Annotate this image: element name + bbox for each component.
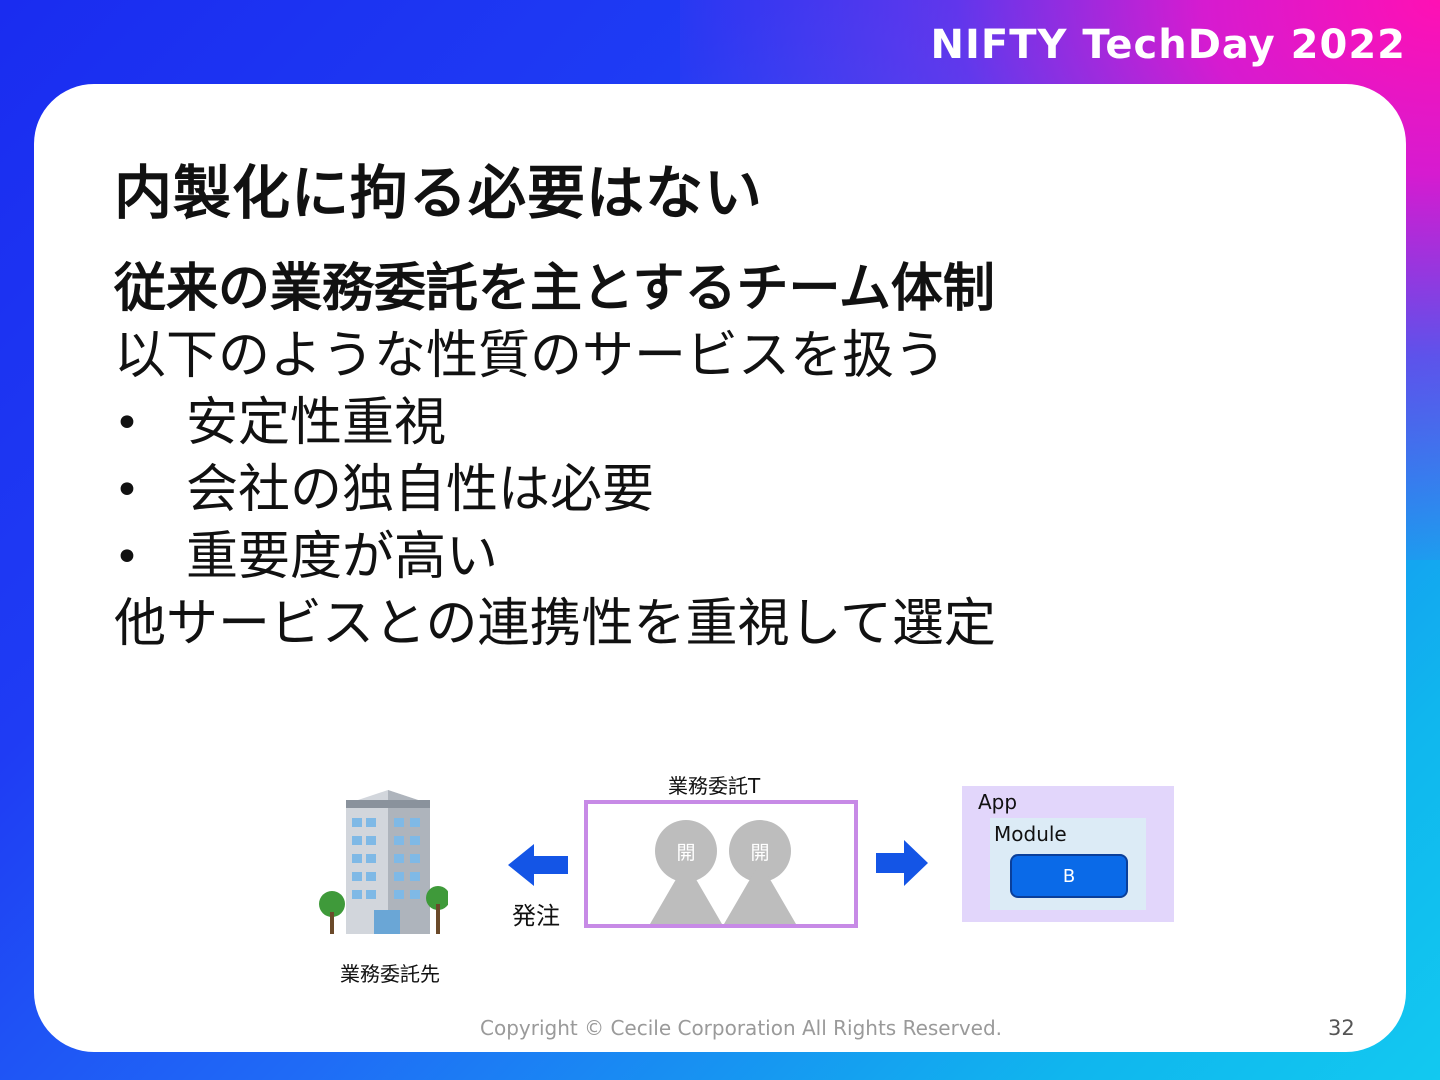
app-label: App — [978, 790, 1018, 814]
arrow-left-icon — [508, 844, 568, 886]
order-label: 発注 — [512, 902, 560, 930]
developer-body — [724, 862, 796, 924]
subheading: 従来の業務委託を主とするチーム体制 — [114, 259, 995, 319]
slide-card: 内製化に拘る必要はない 従来の業務委託を主とするチーム体制 以下のような性質のサ… — [34, 84, 1406, 1052]
developer-icon: 開 — [655, 820, 717, 882]
copyright-footer: Copyright © Cecile Corporation All Right… — [480, 1016, 1003, 1040]
bullet-text: 会社の独自性は必要 — [186, 460, 655, 520]
module-label: Module — [994, 822, 1067, 846]
bullet-text: 安定性重視 — [186, 393, 447, 453]
slide-title: 内製化に拘る必要はない — [114, 159, 764, 227]
team-box: 開 開 — [584, 800, 858, 928]
bullet-item: • 会社の独自性は必要 — [114, 457, 996, 524]
office-building-icon — [319, 790, 448, 934]
event-logo: NIFTY TechDay 2022 — [930, 22, 1406, 68]
bullet-dot: • — [114, 398, 140, 449]
developer-body — [650, 862, 722, 924]
arrow-right-icon — [876, 840, 928, 886]
page-number: 32 — [1328, 1016, 1355, 1040]
team-label: 業務委託T — [668, 774, 761, 798]
module-box: Module B — [990, 818, 1146, 910]
developer-icon: 開 — [729, 820, 791, 882]
bullet-item: • 重要度が高い — [114, 524, 996, 591]
lead-text: 以下のような性質のサービスを扱う — [114, 326, 947, 386]
bullet-text: 重要度が高い — [186, 527, 499, 587]
closing-text: 他サービスとの連携性を重視して選定 — [114, 594, 996, 654]
bullet-dot: • — [114, 465, 140, 516]
app-box: App Module B — [962, 786, 1174, 922]
bullet-dot: • — [114, 532, 140, 583]
component-box: B — [1010, 854, 1128, 898]
bullet-item: • 安定性重視 — [114, 390, 996, 457]
vendor-label: 業務委託先 — [340, 962, 440, 986]
slide-body: 従来の業務委託を主とするチーム体制 以下のような性質のサービスを扱う • 安定性… — [114, 256, 996, 658]
